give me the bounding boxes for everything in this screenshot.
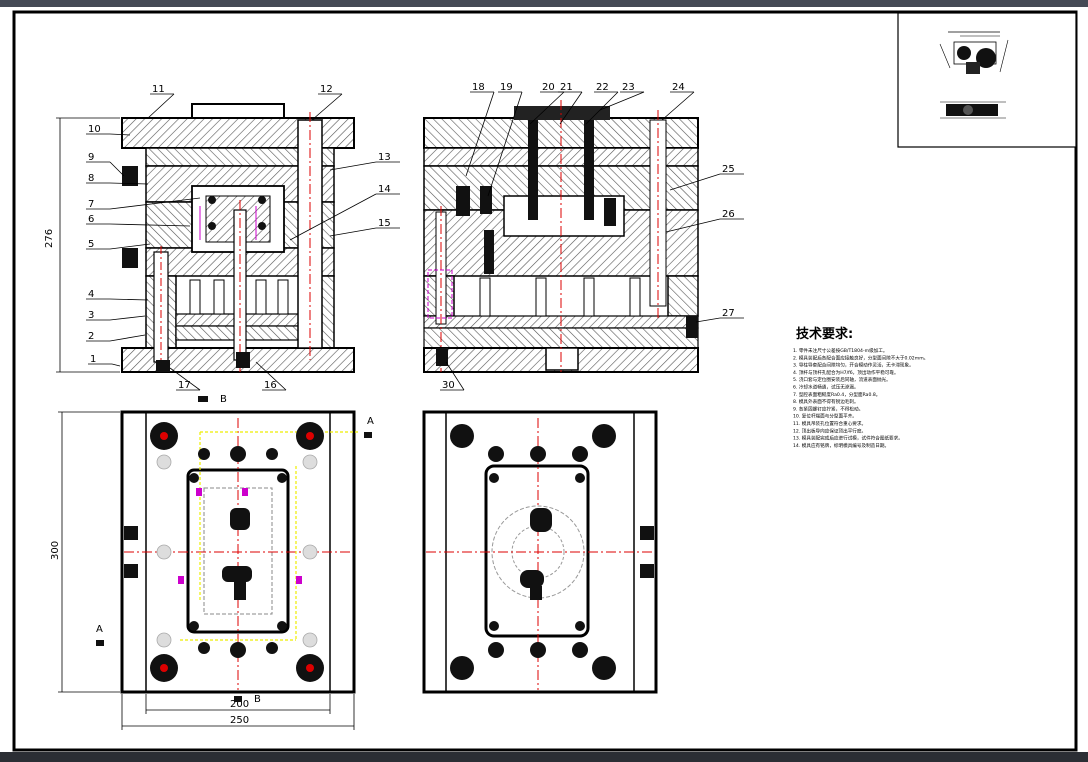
part-label-22: 22 [585,82,619,125]
tech-requirement-item: 11. 模具吊装孔位置符合重心要求。 [793,420,866,427]
svg-text:5: 5 [88,239,94,250]
part-label-25: 25 [669,164,744,191]
svg-text:8: 8 [88,173,94,184]
part-preview-icon [939,31,1009,119]
part-label-21: 21 [558,82,583,125]
svg-text:26: 26 [722,209,735,220]
part-label-2: 2 [86,331,146,342]
part-label-9: 9 [86,152,125,177]
plate-height-dimension: 300 [50,541,61,560]
svg-text:9: 9 [88,152,94,163]
part-label-12: 12 [311,84,343,121]
svg-text:22: 22 [596,82,609,93]
section-marker-b-bottom: B [254,694,261,705]
part-label-1: 1 [88,354,121,367]
cad-drawing-canvas: 276 [12,10,1078,752]
svg-text:6: 6 [88,214,94,225]
top-plan-view-right [422,410,658,694]
part-label-14: 14 [289,184,400,241]
section-marker-a-right: A [367,416,374,427]
part-label-11: 11 [147,84,175,119]
thumbnail-box [897,12,1077,148]
window-bottom-bar [0,752,1088,762]
inner-width-dimension: 200 [230,699,249,710]
svg-text:17: 17 [178,380,191,391]
top-plan-view-left: 300 200 250 B A B A [50,394,374,730]
part-label-19: 19 [487,82,523,197]
part-label-16: 16 [255,361,287,391]
svg-text:24: 24 [672,82,685,93]
svg-text:23: 23 [622,82,635,93]
tech-requirement-item: 6. 冷却水道畅通，试压无渗漏。 [793,384,859,391]
svg-text:27: 27 [722,308,735,319]
part-label-10: 10 [86,124,131,136]
part-label-15: 15 [329,218,400,237]
drawing-sheet: 276 [0,7,1088,752]
svg-text:18: 18 [472,82,485,93]
svg-text:21: 21 [560,82,573,93]
svg-text:13: 13 [378,152,391,163]
svg-text:20: 20 [542,82,555,93]
tech-requirement-item: 5. 浇口套与定位圈安装后同轴，流道表面抛光。 [793,376,891,383]
svg-text:15: 15 [378,218,391,229]
svg-text:12: 12 [320,84,333,95]
svg-text:25: 25 [722,164,735,175]
tech-requirement-item: 9. 各紧固螺钉应拧紧，不得松动。 [793,405,863,412]
part-label-24: 24 [661,82,695,121]
part-label-26: 26 [665,209,744,233]
svg-text:1: 1 [90,354,96,365]
part-label-18: 18 [465,82,495,177]
part-label-3: 3 [86,310,146,321]
outer-width-dimension: 250 [230,715,249,726]
front-section-view: 2 7 6 [44,103,355,373]
svg-text:10: 10 [88,124,101,135]
tech-requirements-title: 技术要求: [796,326,853,342]
svg-text:19: 19 [500,82,513,93]
window-top-bar [0,0,1088,7]
part-label-7: 7 [86,197,201,210]
svg-text:14: 14 [378,184,391,195]
section-marker-a-left: A [96,624,103,635]
part-label-30: 30 [440,361,465,391]
tech-requirement-item: 1. 零件未注尺寸公差按GB/T1804-m级加工。 [793,347,887,354]
tech-requirement-item: 2. 模具装配后各配合面应接触良好，分型面间隙不大于0.02mm。 [793,354,928,361]
svg-text:7: 7 [88,199,94,210]
tech-requirement-item: 10. 复位杆端面与分型面平齐。 [793,413,857,420]
side-section-view [423,100,699,373]
tech-requirement-item: 12. 顶出板导向应保证顶出平行度。 [793,427,866,434]
part-label-17: 17 [169,367,201,391]
tech-requirement-item: 8. 模具外表面不得有锐边毛刺。 [793,398,859,405]
height-dimension: 276 [44,229,55,248]
svg-text:3: 3 [88,310,94,321]
tech-requirement-item: 7. 型腔表面粗糙度Ra0.4，分型面Ra0.8。 [793,391,880,398]
section-marker-b-top: B [220,394,227,405]
part-label-13: 13 [329,152,400,171]
technical-requirements: 技术要求: 1. 零件未注尺寸公差按GB/T1804-m级加工。2. 模具装配后… [793,326,928,449]
svg-text:16: 16 [264,380,277,391]
tech-requirement-item: 3. 导柱导套配合间隙均匀，开合模动作灵活，无卡滞现象。 [793,362,914,369]
part-label-27: 27 [695,308,744,323]
svg-text:11: 11 [152,84,165,95]
svg-text:2: 2 [88,331,94,342]
tech-requirement-item: 4. 顶杆与顶杆孔配合为H7/f6，顶出动作平稳可靠。 [793,369,899,376]
part-label-4: 4 [86,289,149,301]
svg-text:30: 30 [442,380,455,391]
part-label-23: 23 [599,82,645,111]
part-label-6: 6 [86,214,191,227]
part-label-5: 5 [86,239,151,250]
tech-requirement-item: 14. 模具应有铭牌，标明模具编号及制造日期。 [793,442,889,449]
part-label-8: 8 [86,173,149,185]
tech-requirement-item: 13. 模具装配完成后应进行试模，试件符合图纸要求。 [793,435,903,442]
svg-text:4: 4 [88,289,94,300]
